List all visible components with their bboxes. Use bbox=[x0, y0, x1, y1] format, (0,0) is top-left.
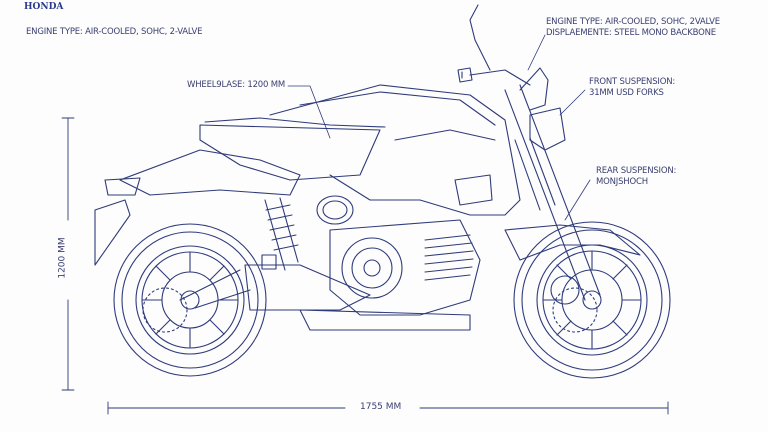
front-suspension-value: 31MM USD FORKS bbox=[589, 88, 664, 98]
rear-wheel bbox=[113, 223, 267, 377]
engine bbox=[299, 219, 481, 331]
front-suspension-label: FRONT SUSPENSION: bbox=[589, 77, 676, 87]
front-forks-handlebar bbox=[142, 4, 641, 333]
length-dimension-label: 1755 MM bbox=[356, 402, 406, 412]
engine-type-label-right: ENGINE TYPE: AIR-COOLED, SOHC, 2VALVE bbox=[546, 17, 720, 27]
wheelbase-label: WHEEL9LASE: 1200 MM bbox=[187, 80, 285, 90]
rear-suspension-label: REAR SUSPENSION: bbox=[596, 166, 677, 176]
dimension-lines bbox=[61, 117, 669, 415]
engine-type-label-left: ENGINE TYPE: AIR-COOLED, SOHC, 2-VALVE bbox=[26, 27, 203, 37]
height-dimension-label: 1200 MM bbox=[57, 233, 68, 283]
logo-text: HONDA bbox=[24, 2, 64, 12]
front-wheel bbox=[513, 221, 671, 379]
leader-lines bbox=[287, 34, 591, 221]
honda-logo: HONDA bbox=[24, 2, 63, 12]
rear-shock bbox=[261, 197, 299, 271]
displacement-label: DISPLAEMENTE: STEEL MONO BACKBONE bbox=[546, 28, 716, 38]
rear-suspension-value: MONJSHOCH bbox=[596, 177, 648, 187]
frame-body bbox=[94, 84, 521, 311]
